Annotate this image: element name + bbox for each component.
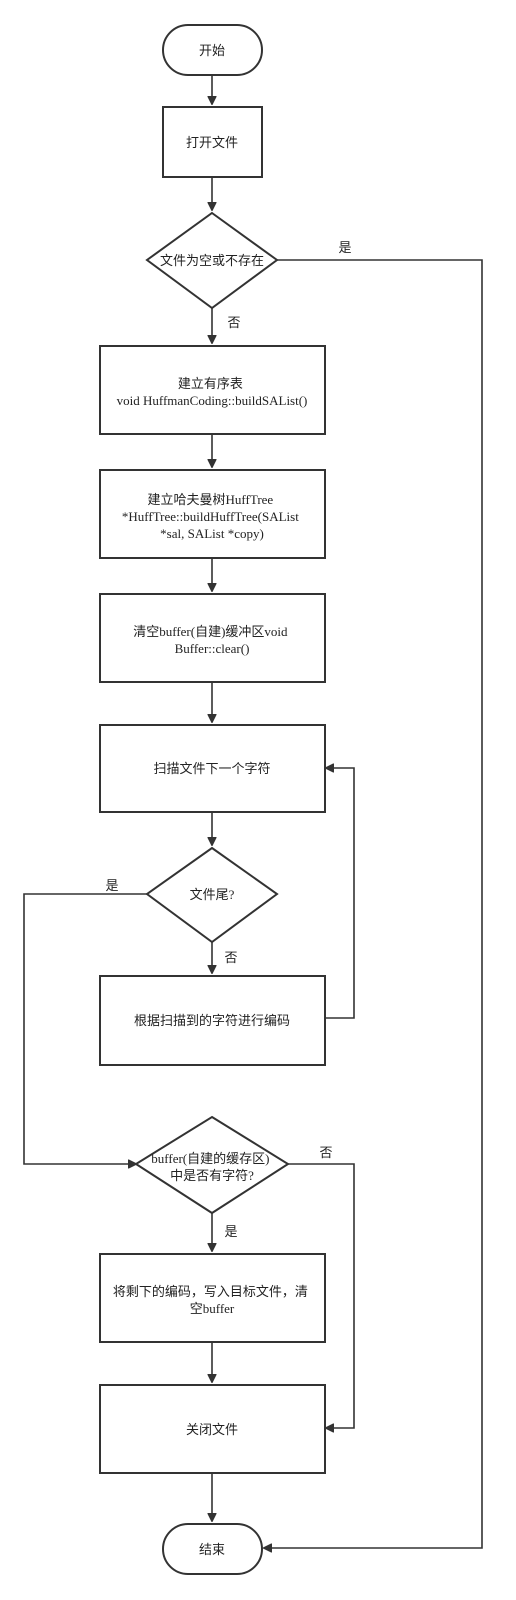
eof-label-line-1: 文件尾? — [190, 887, 235, 902]
close-file-node: 关闭文件 — [99, 1384, 326, 1474]
encode-char-node: 根据扫描到的字符进行编码 — [99, 975, 326, 1066]
clear-buffer-node: 清空buffer(自建)缓冲区void Buffer::clear() — [99, 593, 326, 683]
label-eof-no: 否 — [224, 950, 237, 965]
check-empty-decision: 文件为空或不存在 — [145, 211, 279, 310]
svg-text:将剩下的编码，写入目标文件，清 空buffe: 将剩下的编码，写入目标文件，清 空buffer — [113, 1284, 311, 1316]
label-buffer-no: 否 — [319, 1145, 332, 1160]
svg-text:清空buffer(自建)缓冲区void Bu: 清空buffer(自建)缓冲区void Buffer::clear() — [133, 624, 291, 656]
build-salist-label-line-2: void HuffmanCoding::buildSAList() — [117, 393, 308, 408]
buffer-check-decision: buffer(自建的缓存区) 中是否有字符? — [134, 1115, 290, 1215]
label-empty-yes: 是 — [338, 240, 351, 255]
edge-eof-yes — [23, 893, 147, 1164]
svg-text:文件为空或不存在: 文件为空或不存在 — [160, 253, 264, 268]
eof-decision: 文件尾? — [145, 846, 279, 944]
close-file-label-line-1: 关闭文件 — [186, 1422, 238, 1437]
svg-text:打开文件: 打开文件 — [186, 135, 238, 150]
svg-text:扫描文件下一个字符: 扫描文件下一个字符 — [153, 761, 270, 776]
scan-char-node: 扫描文件下一个字符 — [99, 724, 326, 813]
svg-text:建立有序表 void HuffmanCodi: 建立有序表 void HuffmanCoding::buildSAList() — [117, 376, 308, 408]
encode-char-label-line-1: 根据扫描到的字符进行编码 — [134, 1013, 290, 1028]
build-hufftree-label-line-1: 建立哈夫曼树HuffTree — [148, 492, 274, 507]
edge-encode-loop-back — [325, 768, 355, 1019]
svg-text:结束: 结束 — [199, 1542, 225, 1557]
edge-check-empty-yes — [264, 259, 483, 1548]
svg-text:关闭文件: 关闭文件 — [186, 1422, 238, 1437]
start-node: 开始 — [162, 24, 263, 76]
edges — [23, 75, 483, 1548]
open-file-node: 打开文件 — [162, 106, 263, 178]
end-label-line-1: 结束 — [199, 1542, 225, 1557]
write-remaining-label-line-2: 空buffer — [190, 1301, 235, 1316]
end-node: 结束 — [162, 1523, 263, 1575]
svg-text:文件尾?: 文件尾? — [190, 887, 235, 902]
build-hufftree-label-line-3: *sal, SAList *copy) — [160, 526, 264, 541]
buffer-check-label-line-2: 中是否有字符? — [170, 1168, 254, 1183]
write-remaining-label-line-1: 将剩下的编码，写入目标文件，清 — [113, 1284, 308, 1299]
build-hufftree-node: 建立哈夫曼树HuffTree *HuffTree::buildHuffTree(… — [99, 469, 326, 559]
scan-char-label-line-1: 扫描文件下一个字符 — [153, 761, 270, 776]
build-hufftree-label-line-2: *HuffTree::buildHuffTree(SAList — [122, 509, 299, 524]
svg-text:开始: 开始 — [199, 43, 225, 58]
check-empty-label-line-1: 文件为空或不存在 — [160, 253, 264, 268]
clear-buffer-label-line-1: 清空buffer(自建)缓冲区void — [133, 624, 288, 639]
edge-buffer-no — [288, 1163, 355, 1428]
nodes: 开始 打开文件 文件为空或不存在 建立有序表 void HuffmanCodin… — [99, 24, 326, 1575]
svg-text:建立哈夫曼树HuffTree *HuffTr: 建立哈夫曼树HuffTree *HuffTree::buildHuffTree(… — [122, 492, 302, 541]
svg-text:buffer(自建的缓存区) 中是否有字符?: buffer(自建的缓存区) 中是否有字符? — [151, 1151, 272, 1183]
buffer-check-label-line-1: buffer(自建的缓存区) — [151, 1151, 269, 1166]
write-remaining-node: 将剩下的编码，写入目标文件，清 空buffer — [99, 1253, 326, 1343]
build-salist-node: 建立有序表 void HuffmanCoding::buildSAList() — [99, 345, 326, 435]
label-eof-yes: 是 — [105, 878, 118, 893]
label-buffer-yes: 是 — [224, 1224, 237, 1239]
svg-text:根据扫描到的字符进行编码: 根据扫描到的字符进行编码 — [134, 1013, 290, 1028]
open-file-label-line-1: 打开文件 — [186, 135, 238, 150]
label-empty-no: 否 — [227, 315, 240, 330]
edge-labels: 是 否 是 否 否 是 — [105, 240, 351, 1239]
start-label-line-1: 开始 — [199, 43, 225, 58]
clear-buffer-label-line-2: Buffer::clear() — [175, 641, 250, 656]
build-salist-label-line-1: 建立有序表 — [178, 376, 243, 391]
